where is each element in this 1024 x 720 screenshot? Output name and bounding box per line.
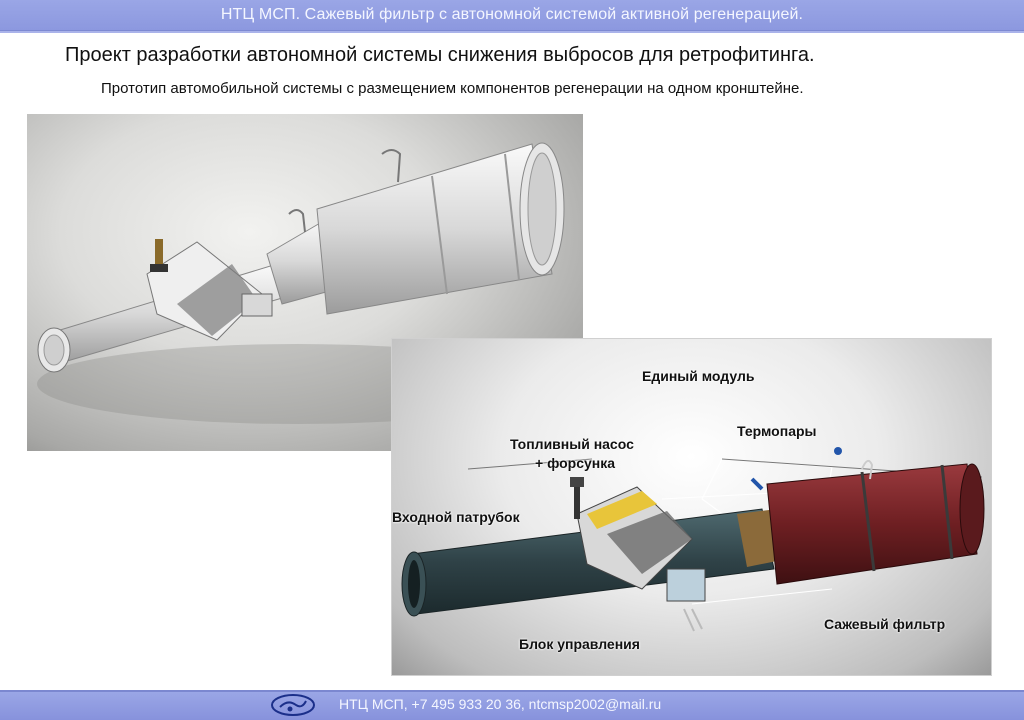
- label-single-module: Единый модуль: [642, 368, 755, 384]
- slide-title: Проект разработки автономной системы сни…: [65, 44, 815, 66]
- slide-subtitle: Прототип автомобильной системы с размеще…: [101, 80, 804, 97]
- label-control-unit: Блок управления: [519, 636, 640, 652]
- footer-contact: НТЦ МСП, +7 495 933 20 36, ntcmsp2002@ma…: [339, 696, 662, 712]
- cad-render-labeled-drawing: [401, 447, 985, 632]
- label-inlet-pipe: Входной патрубок: [392, 509, 520, 525]
- cad-render-labeled: Единый модуль Термопары Топливный насос …: [391, 338, 992, 676]
- label-soot-filter: Сажевый фильтр: [824, 616, 946, 632]
- header-divider: [0, 31, 1024, 33]
- company-logo-icon: [271, 694, 315, 716]
- label-fuel-pump: Топливный насос: [510, 436, 634, 452]
- footer-bar: НТЦ МСП, +7 495 933 20 36, ntcmsp2002@ma…: [0, 690, 1024, 720]
- label-injector: + форсунка: [535, 455, 616, 471]
- label-thermocouples: Термопары: [737, 423, 817, 439]
- header-banner-text: НТЦ МСП. Сажевый фильтр с автономной сис…: [220, 6, 804, 23]
- header-banner: НТЦ МСП. Сажевый фильтр с автономной сис…: [0, 0, 1024, 31]
